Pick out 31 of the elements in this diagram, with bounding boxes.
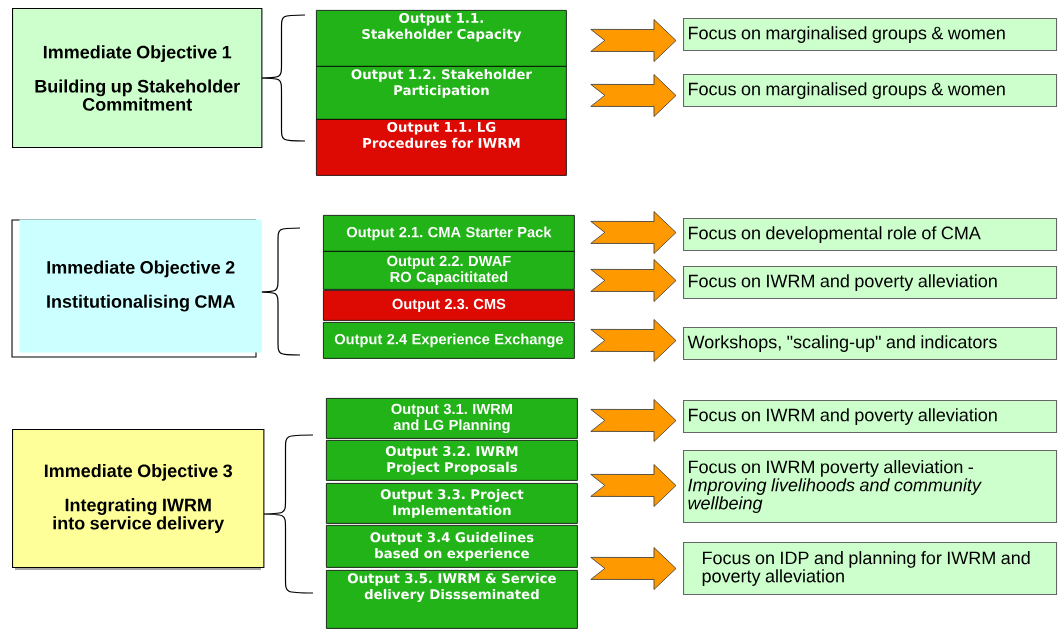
block-arrow	[590, 319, 677, 362]
block-arrow	[590, 399, 677, 442]
focus-box: Focus on IWRM and poverty alleviation	[683, 400, 1058, 434]
objective-box: Immediate Objective 1 Building up Stakeholder Commitment	[12, 8, 263, 149]
output-box: Output 1.1. Stakeholder Capacity	[316, 10, 567, 67]
output-box: Output 3.4 Guidelines based on experience	[326, 525, 578, 568]
output-box: Output 2.1. CMA Starter Pack	[323, 215, 575, 252]
focus-box: Focus on developmental role of CMA	[683, 218, 1058, 252]
block-arrow	[590, 259, 677, 302]
output-box: Output 3.1. IWRM and LG Planning	[326, 398, 578, 439]
focus-box: Focus on IWRM and poverty alleviation	[683, 266, 1058, 300]
focus-box: Focus on marginalised groups & women	[683, 74, 1058, 108]
output-box: Output 2.4 Experience Exchange	[323, 322, 575, 359]
output-box: Output 3.3. Project Implementation	[326, 483, 578, 524]
block-arrow	[590, 19, 677, 62]
objective-box: Immediate Objective 2 Institutionalising CMA	[11, 219, 262, 358]
focus-box: Focus on marginalised groups & women	[683, 18, 1058, 52]
focus-box: Focus on IDP and planning for IWRM and poverty alleviation	[683, 542, 1058, 596]
block-arrow	[590, 74, 677, 117]
focus-box: Focus on IWRM poverty alleviation - Improving livelihoods and community wellbeing	[683, 450, 1058, 524]
block-arrow	[590, 547, 677, 590]
block-arrow	[590, 464, 677, 507]
block-arrow	[590, 211, 677, 254]
output-box: Output 3.5. IWRM & Service delivery Dissseminated	[326, 570, 578, 629]
objective-box: Immediate Objective 3 Integrating IWRM into service delivery	[12, 429, 265, 570]
output-box: Output 3.2. IWRM Project Proposals	[326, 440, 578, 481]
output-box: Output 2.2. DWAF RO Capacititated	[323, 251, 575, 290]
output-box: Output 2.3. CMS	[323, 290, 575, 321]
output-box: Output 1.1. LG Procedures for IWRM	[316, 119, 567, 176]
focus-box: Workshops, "scaling-up" and indicators	[683, 327, 1058, 361]
output-box: Output 1.2. Stakeholder Participation	[316, 66, 567, 120]
